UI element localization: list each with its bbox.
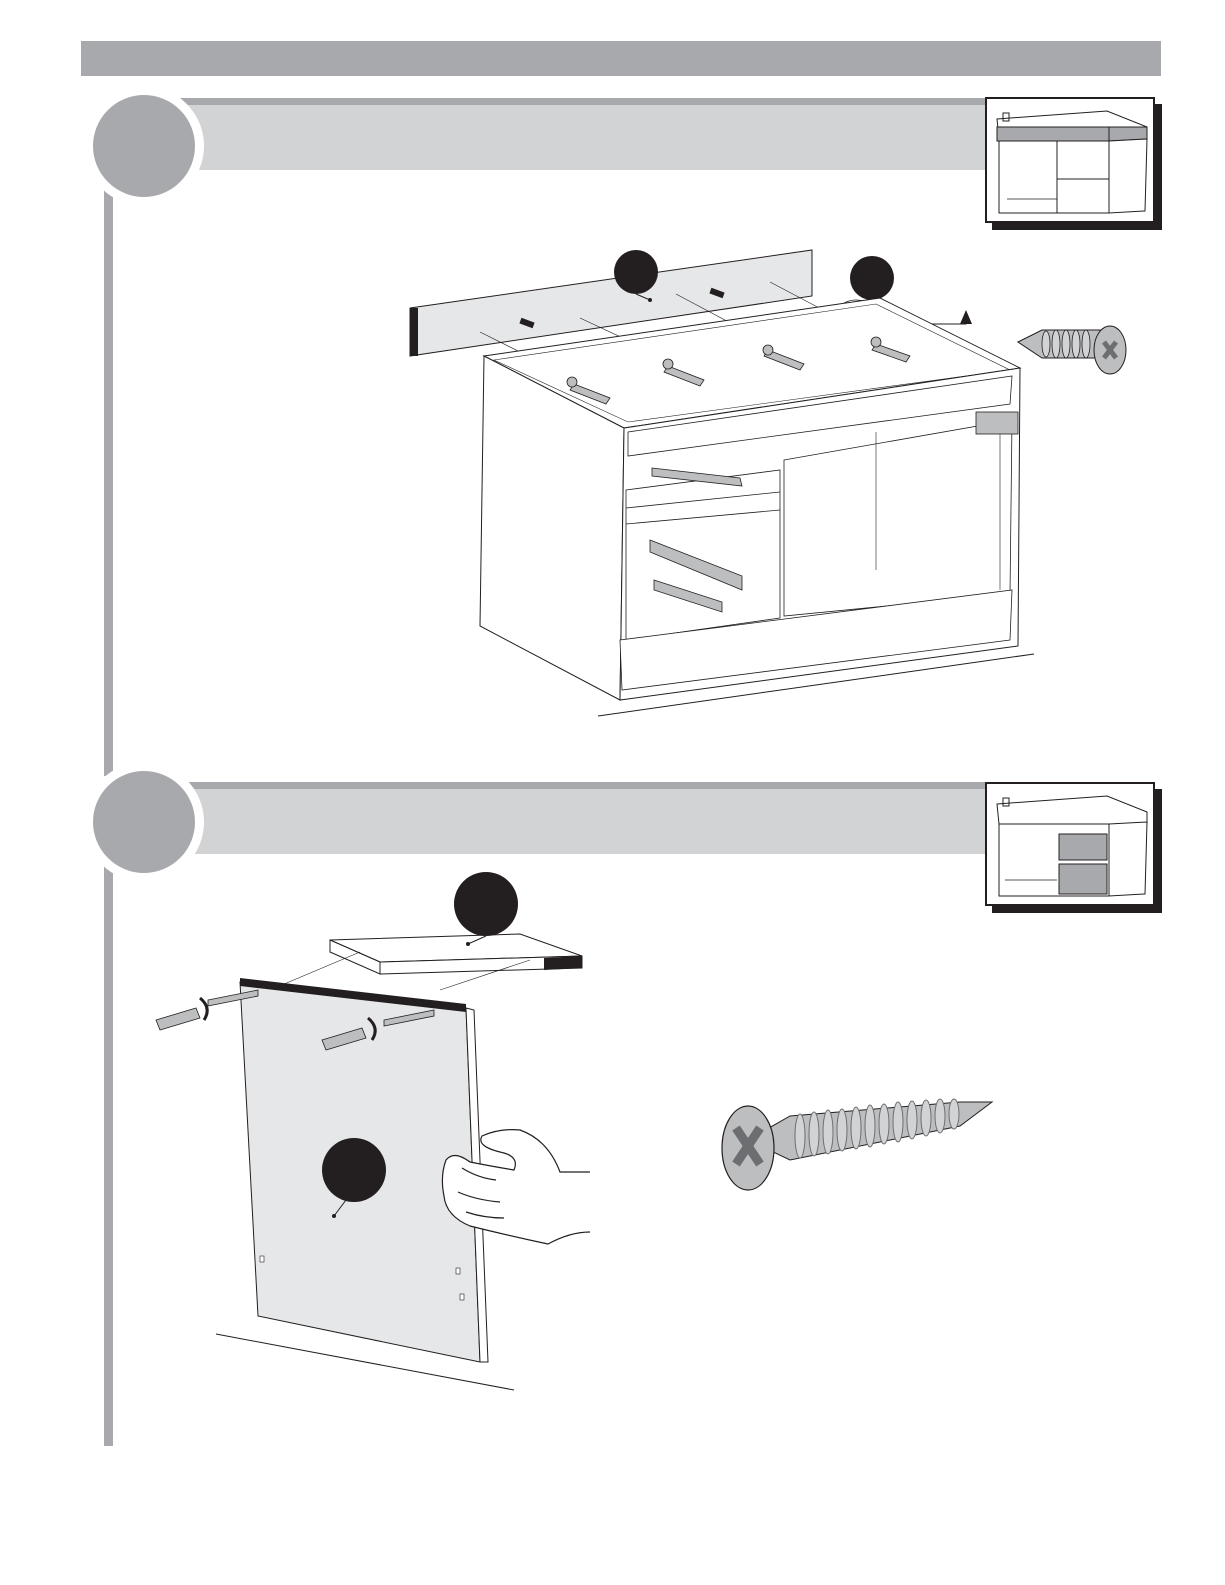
cabinet-body (480, 298, 1020, 700)
part-badge-rail (614, 250, 658, 294)
step-a-illustration (0, 0, 1225, 760)
part-badge-board (454, 872, 518, 936)
rotate-arrow-icon (200, 998, 207, 1020)
wood-screw-icon (1018, 326, 1126, 374)
part-badge-screw (850, 256, 894, 300)
rotate-arrow-icon (567, 377, 577, 387)
dowel-icon (156, 1008, 200, 1030)
part-badge-panel (322, 1138, 386, 1202)
drawer-top-board (330, 934, 582, 974)
rotate-arrow-icon (663, 359, 673, 369)
rotate-arrow-icon (763, 345, 773, 355)
wood-screw-large-icon (722, 1099, 992, 1190)
arrow-up-icon (960, 310, 972, 324)
step-b-illustration (0, 760, 1225, 1360)
rotate-arrow-icon (871, 337, 881, 347)
